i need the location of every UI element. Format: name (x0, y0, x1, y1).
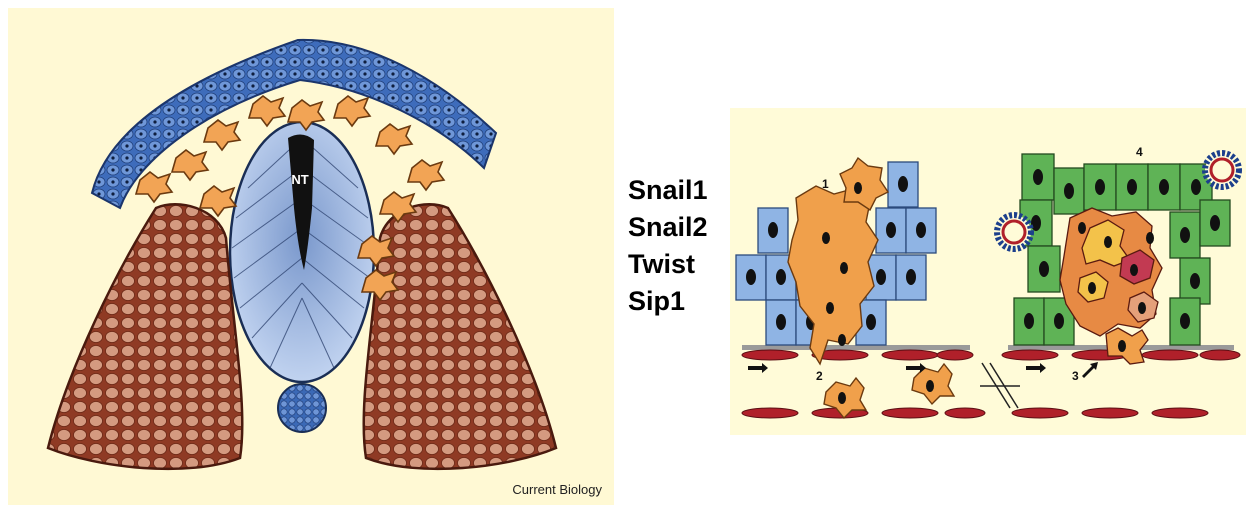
basement-membrane-left (742, 345, 970, 350)
tumor-cells (1060, 208, 1162, 364)
gene-label-twist: Twist (628, 246, 738, 283)
neural-crest-cell (172, 150, 208, 180)
step-label-2: 2 (816, 369, 823, 383)
transcription-factor-list: Snail1 Snail2 Twist Sip1 (628, 172, 738, 320)
step-label-4: 4 (1136, 145, 1143, 159)
step-label-3: 3 (1072, 369, 1079, 383)
neural-tube: NT (230, 122, 374, 382)
gene-label-snail1: Snail1 (628, 172, 738, 209)
emt-diagram-panel: 1 2 3 4 (730, 108, 1246, 435)
somite-right (364, 204, 556, 469)
gene-label-snail2: Snail2 (628, 209, 738, 246)
neural-crest-diagram-panel: NT Current Biolog (8, 8, 614, 505)
neural-crest-cell (408, 160, 444, 190)
emt-diagram: 1 2 3 4 (730, 108, 1246, 435)
neural-crest-cell (249, 96, 285, 126)
gene-label-sip1: Sip1 (628, 283, 738, 320)
break-mark (980, 363, 1020, 408)
neural-crest-cell (204, 120, 240, 150)
neural-crest-cell (376, 124, 412, 154)
source-credit: Current Biology (512, 482, 602, 497)
neural-crest-cell (334, 96, 370, 126)
somite-left (48, 204, 242, 469)
notochord (278, 384, 326, 432)
neural-crest-diagram: NT (8, 8, 614, 505)
neural-crest-cell (136, 172, 172, 202)
mesenchymal-cells-left (788, 158, 954, 418)
step-label-1: 1 (822, 177, 829, 191)
endothelium (742, 350, 1240, 418)
nt-label: NT (291, 172, 308, 187)
